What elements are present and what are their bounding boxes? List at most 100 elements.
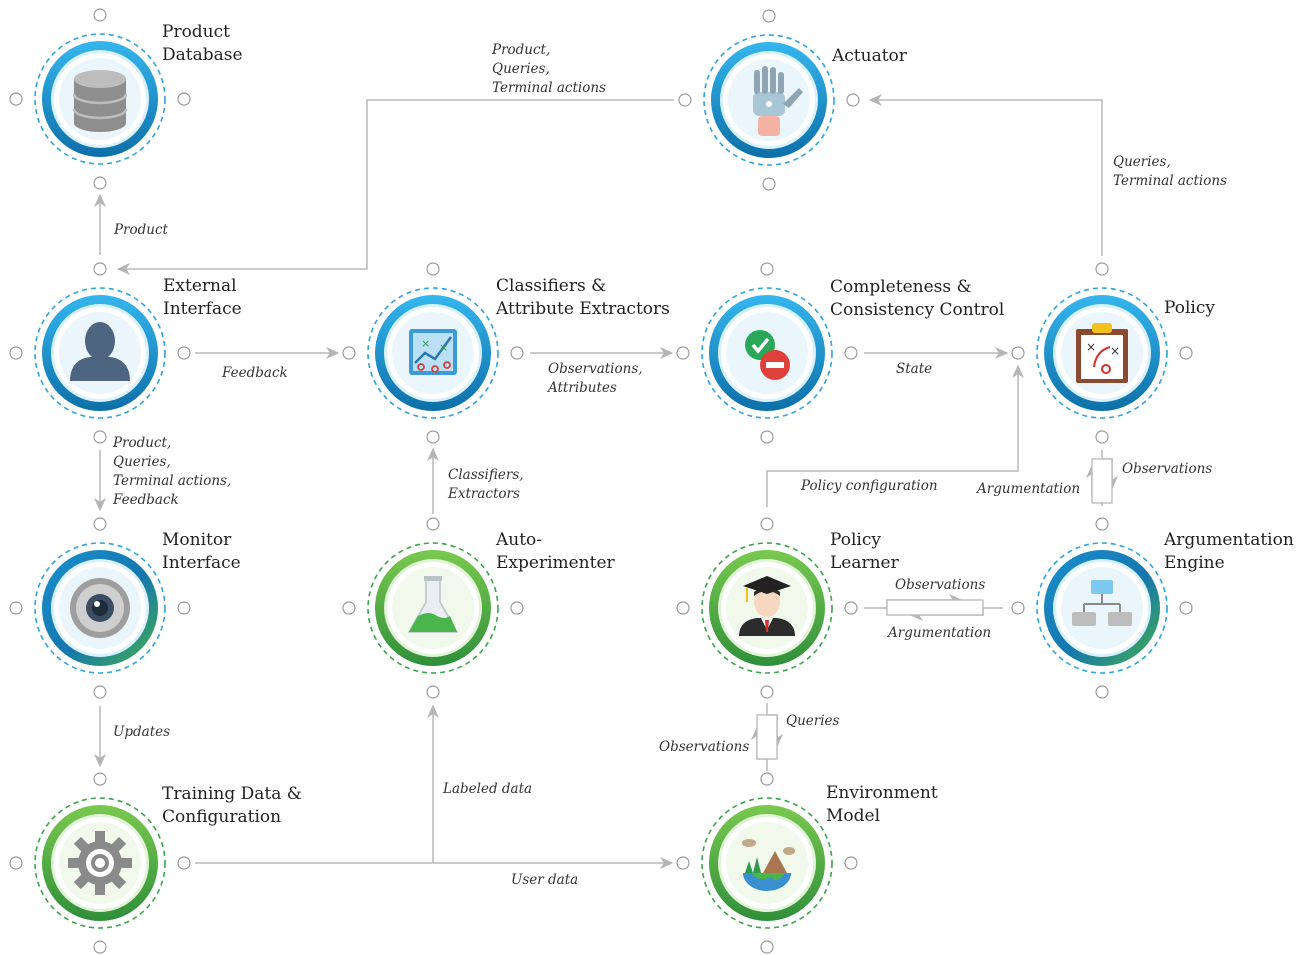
node-training-data[interactable] [34,797,166,929]
edge-label-external-to-database: Product [114,222,168,238]
port-circle [1095,685,1109,699]
graduate-icon [739,576,795,636]
edge-label-policy-argumentation-obs: Observations [1122,461,1213,477]
node-auto-experimenter[interactable] [367,542,499,674]
chart-board-icon: × × [409,329,457,375]
edge-label-external-to-monitor: Product, Queries, Terminal actions, Feed… [113,435,232,508]
node-argumentation-engine[interactable] [1036,542,1168,674]
edge-label-policy-argumentation-arg: Argumentation [977,481,1081,497]
port-circle [760,430,774,444]
label-auto-experimenter: Auto- Experimenter [496,530,615,573]
port-circle [844,601,858,615]
earth-landscape-icon [742,839,795,891]
edge-label-learner-env-queries: Queries [786,713,840,729]
svg-text:×: × [439,341,448,354]
edge-label-policy-to-actuator: Queries, Terminal actions [1113,154,1227,189]
port-circle [93,430,107,444]
port-circle [762,9,776,23]
check-minus-icon [745,330,790,380]
port-circle [760,940,774,954]
port-circle [342,601,356,615]
edge-policy-to-actuator [868,93,1103,256]
edge-label-training-to-autoexp: Labeled data [443,781,533,797]
edge-actuator-to-external [116,99,674,276]
port-circle [93,685,107,699]
label-environment-model: Environment Model [826,783,938,826]
edge-label-autoexp-to-classifiers: Classifiers, Extractors [448,467,524,502]
port-circle [93,8,107,22]
gear-icon [68,831,132,895]
edge-label-learner-env-obs: Observations [659,739,750,755]
port-circle [676,601,690,615]
edge-learner-to-policy [766,364,1025,507]
label-training-data: Training Data & Configuration [162,784,302,827]
port-circle [93,262,107,276]
node-monitor-interface[interactable] [34,542,166,674]
port-circle [1095,430,1109,444]
port-circle [1095,517,1109,531]
webcam-icon [70,578,130,638]
port-circle [676,346,690,360]
flask-icon [407,576,459,633]
svg-text:×: × [1110,344,1120,358]
port-circle [177,346,191,360]
port-circle [760,517,774,531]
port-circle [9,601,23,615]
port-circle [426,430,440,444]
port-circle [177,601,191,615]
node-actuator[interactable] [703,34,835,166]
port-circle [762,177,776,191]
node-classifiers[interactable]: × × [367,287,499,419]
port-circle [844,346,858,360]
port-circle [9,856,23,870]
port-circle [846,93,860,107]
edge-label-learner-to-policy: Policy configuration [801,478,938,494]
edge-label-classifiers-to-completeness: Observations, Attributes [548,361,643,396]
node-policy-learner[interactable] [701,542,833,674]
label-policy-learner: Policy Learner [830,530,899,573]
node-policy[interactable]: × × [1036,287,1168,419]
port-circle [760,772,774,786]
port-circle [426,685,440,699]
port-circle [177,92,191,106]
edge-label-learner-engine-obs: Observations [895,577,986,593]
edge-label-training-to-environment: User data [511,872,579,888]
port-circle [1179,346,1193,360]
label-actuator: Actuator [832,46,907,66]
database-icon [72,70,128,132]
edge-label-learner-engine-arg: Argumentation [888,625,992,641]
label-product-database: Product Database [162,22,243,65]
port-circle [844,856,858,870]
port-circle [510,346,524,360]
svg-text:×: × [421,337,430,350]
node-external-interface[interactable] [34,287,166,419]
node-product-database[interactable] [34,33,166,165]
label-classifiers: Classifiers & Attribute Extractors [496,276,670,319]
label-policy: Policy [1164,298,1215,318]
svg-text:×: × [1086,340,1096,354]
port-circle [510,601,524,615]
node-completeness[interactable] [701,287,833,419]
edge-label-actuator-to-external: Product, Queries, Terminal actions [492,42,606,96]
port-circle [9,92,23,106]
edge-label-completeness-to-policy: State [896,361,933,377]
port-circle [1179,601,1193,615]
port-circle [93,772,107,786]
robot-hand-icon [753,66,803,136]
hierarchy-icon [1072,580,1132,626]
port-circle [9,346,23,360]
port-circle [1011,346,1025,360]
port-circle [760,685,774,699]
label-argumentation-engine: Argumentation Engine [1164,530,1294,573]
port-circle [426,517,440,531]
port-circle [93,517,107,531]
user-silhouette-icon [70,322,130,381]
port-circle [760,262,774,276]
edge-boxes [756,458,1113,760]
port-circle [426,262,440,276]
edge-label-monitor-to-training: Updates [113,724,171,740]
port-circle [678,93,692,107]
label-completeness: Completeness & Consistency Control [830,277,1005,320]
node-environment-model[interactable] [701,797,833,929]
